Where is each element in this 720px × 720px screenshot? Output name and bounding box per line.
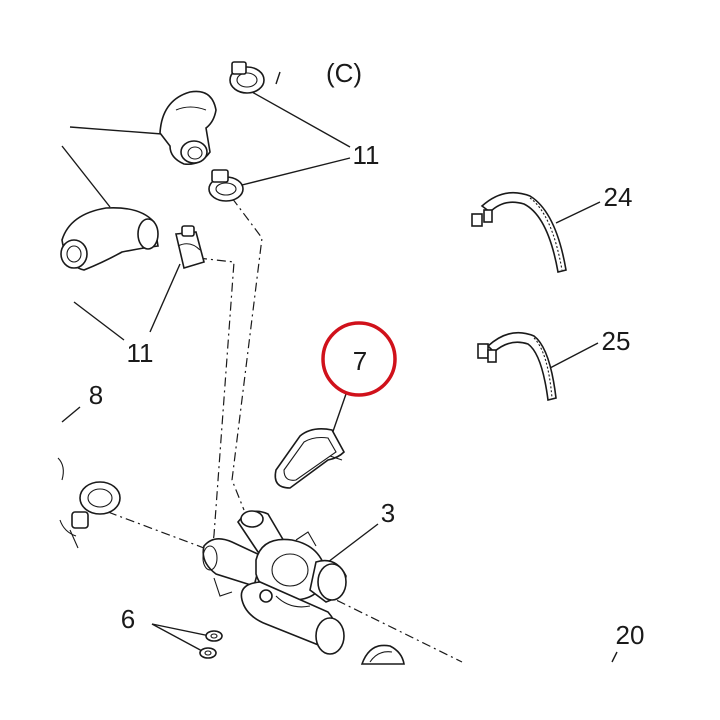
- washers: [199, 630, 223, 659]
- hose-band-25: [477, 331, 557, 401]
- callout-6: 6: [121, 604, 135, 634]
- lower-elbow-hose: [60, 206, 159, 271]
- clamp-left: [175, 225, 205, 270]
- highlight-circle: [321, 321, 397, 397]
- gasket: [274, 428, 345, 489]
- view-label: (C): [326, 58, 362, 88]
- left-fitting: [57, 457, 121, 549]
- callout-24: 24: [604, 182, 633, 212]
- pipe-20: [360, 644, 405, 665]
- callout-11-left: 11: [127, 338, 154, 368]
- hose-band-24: [471, 191, 567, 273]
- callout-3: 3: [381, 498, 395, 528]
- callout-25: 25: [602, 326, 631, 356]
- callout-20: 20: [616, 620, 645, 650]
- callout-11-top: 11: [353, 140, 380, 170]
- clamp-middle: [208, 169, 244, 202]
- callout-7: 7: [353, 346, 367, 376]
- clamp-top: [229, 61, 265, 94]
- callout-8: 8: [89, 380, 103, 410]
- upper-elbow-hose: [159, 90, 217, 166]
- water-valve: [202, 510, 347, 655]
